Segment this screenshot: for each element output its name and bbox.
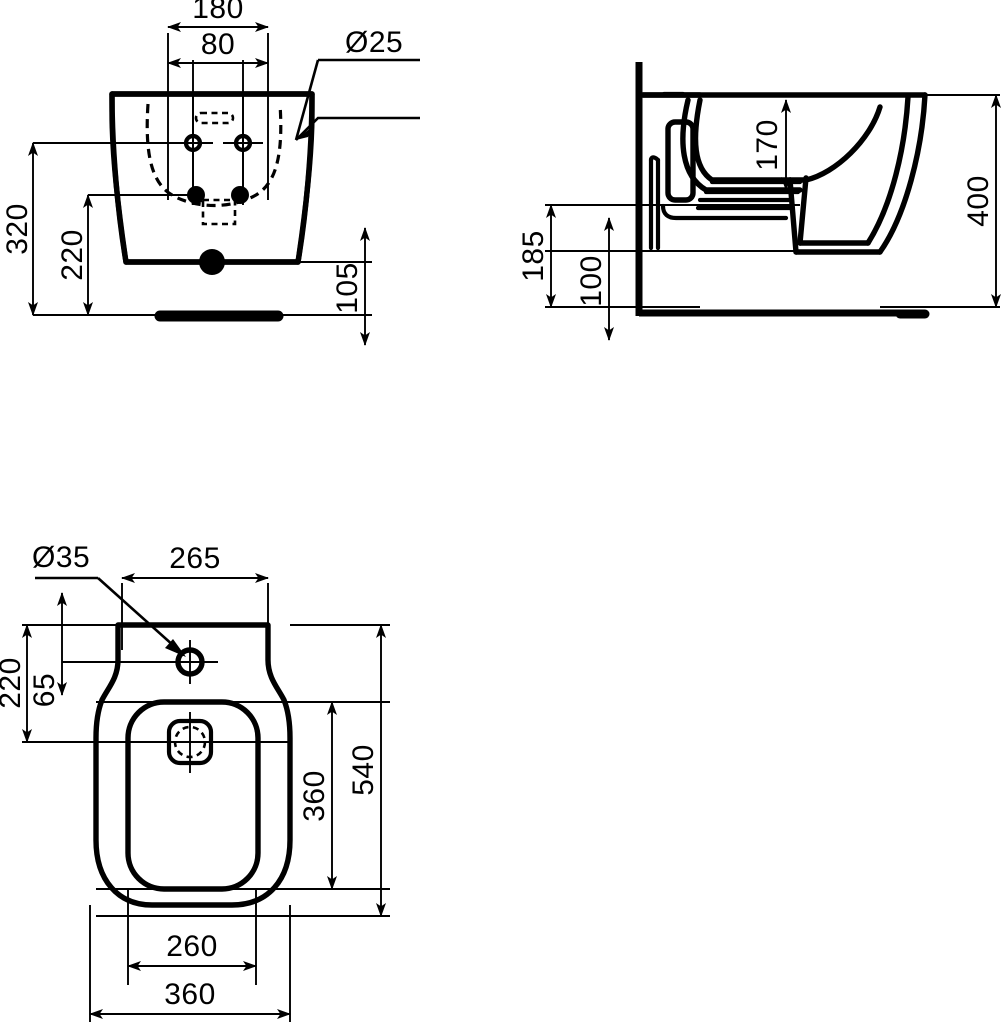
front-reference-lines xyxy=(33,142,372,316)
plan-dimension-360-horizontal: 360 xyxy=(89,978,291,1019)
front-outlet-dashed-box xyxy=(201,198,237,226)
front-overflow-slot xyxy=(194,111,235,125)
front-fixing-hole-right xyxy=(223,126,263,160)
side-dimension-100-label: 100 xyxy=(575,255,608,307)
side-dimension-170-label: 170 xyxy=(751,119,784,171)
front-dimension-320: 320 xyxy=(1,142,38,316)
front-dimension-180-label: 180 xyxy=(192,0,244,25)
side-dimension-185: 185 xyxy=(517,204,556,308)
plan-dimension-265-label: 265 xyxy=(169,542,221,575)
side-floor-line xyxy=(639,309,930,319)
plan-extension-lines xyxy=(22,583,390,1022)
plan-inner-bowl xyxy=(125,699,261,892)
plan-dimension-220: 220 xyxy=(0,624,32,743)
plan-dimension-540: 540 xyxy=(347,624,386,917)
plan-dimension-360-horizontal-label: 360 xyxy=(164,978,216,1011)
side-dimension-100: 100 xyxy=(575,217,614,341)
plan-dimension-65: 65 xyxy=(28,592,67,707)
front-dimension-80-label: 80 xyxy=(201,28,235,61)
plan-dimension-260-label: 260 xyxy=(166,930,218,963)
front-body-outline xyxy=(109,91,315,265)
side-elevation-view: 170 400 185 100 xyxy=(517,62,1001,341)
plan-dimension-360-vertical-label: 360 xyxy=(298,770,331,822)
front-callout-d25-label: Ø25 xyxy=(345,26,403,59)
front-dimension-105-label: 105 xyxy=(331,262,364,314)
plan-dimension-260: 260 xyxy=(127,930,257,971)
front-dimension-320-label: 320 xyxy=(1,203,34,255)
side-dimension-170: 170 xyxy=(751,99,791,191)
front-hidden-bowl xyxy=(145,103,283,208)
plan-callout-d35-label: Ø35 xyxy=(32,541,90,574)
side-body-profile xyxy=(640,92,928,255)
plan-dimension-540-label: 540 xyxy=(347,744,380,796)
front-dimension-220: 220 xyxy=(56,194,93,316)
side-dimension-400-label: 400 xyxy=(962,175,995,227)
side-dimension-185-label: 185 xyxy=(517,230,550,282)
side-reference-lines xyxy=(545,94,1000,308)
plan-dimension-220-label: 220 xyxy=(0,657,27,709)
front-elevation-view: 180 80 xyxy=(1,0,420,346)
front-dimension-105: 105 xyxy=(320,227,372,346)
front-callout-d25: Ø25 xyxy=(294,26,420,141)
side-wall-bracket xyxy=(640,91,703,251)
front-dimension-180: 180 xyxy=(167,0,269,32)
plan-callout-d35: Ø35 xyxy=(32,541,186,657)
front-connection-dots xyxy=(187,186,249,275)
plan-dimension-65-label: 65 xyxy=(28,673,61,707)
side-dimension-400: 400 xyxy=(962,94,1001,308)
plan-dimension-360-vertical: 360 xyxy=(298,701,337,890)
plan-outer-outline xyxy=(93,622,293,908)
front-dimension-220-label: 220 xyxy=(56,229,89,281)
plan-dimension-265: 265 xyxy=(121,542,269,583)
plan-view: Ø35 265 220 65 540 360 xyxy=(0,541,390,1022)
front-dimension-80: 80 xyxy=(167,28,269,68)
